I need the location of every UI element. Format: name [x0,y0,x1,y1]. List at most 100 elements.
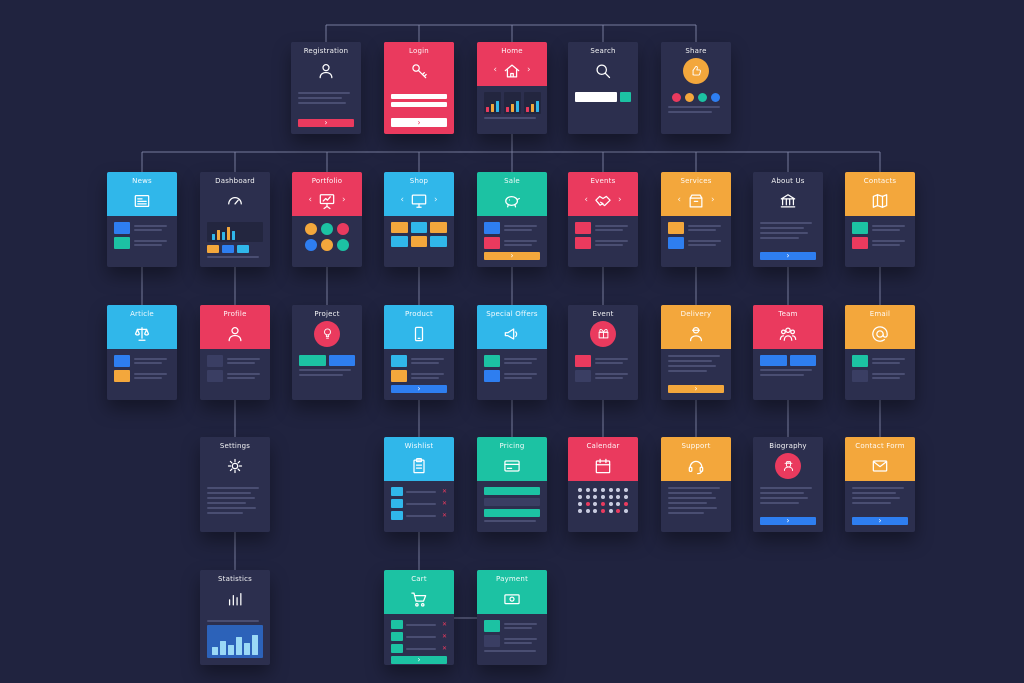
content-tile [668,237,684,249]
text-line [207,507,257,509]
node-label: Profile [223,310,247,318]
content-lines [227,357,263,365]
text-line [595,357,629,360]
content-lines [411,357,447,365]
calendar-day [585,488,590,492]
content-lines [872,224,908,232]
node-home: Home‹› [477,42,547,134]
submit-button[interactable]: › [391,118,447,127]
node-label: Registration [303,47,349,55]
card-header: Shop‹› [384,172,454,216]
gear-icon [225,456,245,476]
node-dashboard: Dashboard [200,172,270,267]
calendar-day [623,495,628,499]
content-lines [134,372,170,380]
text-line [760,502,800,504]
map-icon [870,191,890,211]
red-circle [590,320,616,347]
node-calendar: Calendar [568,437,638,532]
text-line [668,487,720,489]
content-tile [484,355,500,367]
card-body: › [845,481,915,532]
node-label: News [132,177,152,185]
text-line [406,502,437,505]
grid-tile [789,355,816,366]
node-label: Pricing [499,442,525,450]
node-label: Calendar [586,442,620,450]
social-circle [305,239,317,251]
text-line [299,374,343,376]
card-icon-row [107,185,177,216]
calendar-day [593,488,598,492]
search-bar [575,92,631,102]
item-tile [391,499,403,508]
chart-bar [511,104,514,112]
text-line [668,365,716,367]
action-button: › [760,517,816,525]
chart-bar [222,232,225,240]
password-field[interactable] [391,102,447,107]
text-line [595,239,629,242]
item-lines [406,514,439,517]
calendar-day [593,502,598,506]
card-body [568,349,638,400]
content-lines [134,224,170,232]
node-registration: Registration› [291,42,361,134]
content-row [484,620,540,632]
content-row [575,370,631,382]
text-line [411,357,445,360]
piggy-bank-icon [502,191,522,211]
card-icon-row [845,185,915,216]
item-tile [391,644,403,653]
card-body [200,349,270,400]
detective-icon [781,458,796,473]
card-header: News [107,172,177,216]
grid-tile [430,222,447,233]
content-row [114,355,170,367]
card-icon-row: ‹› [568,185,638,216]
calendar-day [616,502,621,506]
social-circle [672,93,681,102]
chevron-right-icon: › [527,65,531,75]
scales-icon [132,324,152,344]
calendar-day [600,488,605,492]
card-header: Sale [477,172,547,216]
username-field[interactable] [391,94,447,99]
chevron-right-icon: › [342,195,346,205]
node-biography: Biography› [753,437,823,532]
list-row: ✕ [391,632,447,641]
presentation-chart-icon [317,191,337,211]
card-icon-row [200,583,270,614]
calendar-day [585,495,590,499]
text-line [227,377,256,380]
search-icon [593,61,613,81]
text-line [852,487,904,489]
text-line [504,229,533,232]
text-line [504,637,538,640]
card-body [477,86,547,134]
stat-tile [237,245,249,253]
calendar-day [616,495,621,499]
card-header: Profile [200,305,270,349]
content-row [114,222,170,234]
text-line [872,239,906,242]
text-line [207,492,251,494]
node-event: Event [568,305,638,400]
card-header: Contact Form [845,437,915,481]
search-button[interactable] [620,92,631,102]
card-body: › [753,216,823,267]
item-lines [406,635,439,638]
card-icon-row [384,318,454,349]
chart-tile [207,625,263,658]
content-lines [595,372,631,380]
content-tile [852,355,868,367]
content-lines [688,239,724,247]
search-input[interactable] [575,92,617,102]
card-header: Support [661,437,731,481]
text-line [504,622,538,625]
node-events: Events‹› [568,172,638,267]
bank-icon [778,191,798,211]
node-label: Project [314,310,340,318]
node-label: Home [501,47,523,55]
chart-bar [516,101,519,112]
